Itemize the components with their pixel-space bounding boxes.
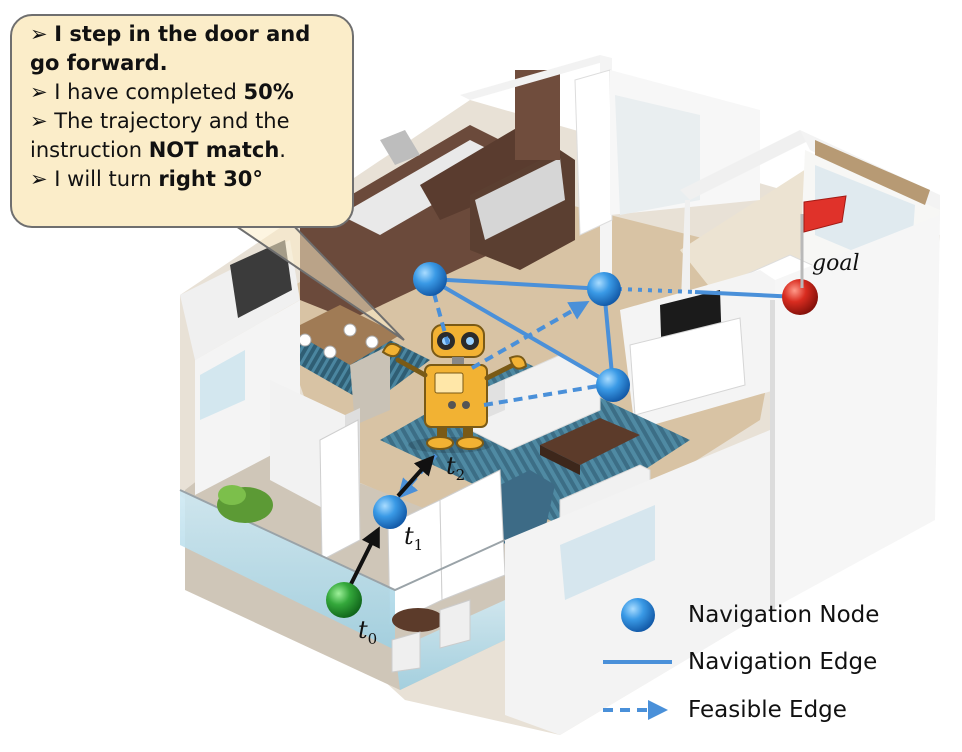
speech-bubble-text: ➢ I step in the door and go forward. ➢ I…	[30, 20, 346, 194]
bubble-line-6: ➢ I will turn right 30°	[30, 165, 346, 194]
bubble-line-4: ➢ The trajectory and the	[30, 107, 346, 136]
navigation-node	[587, 272, 621, 306]
bubble-line-3: ➢ I have completed 50%	[30, 78, 346, 107]
legend-node-icon	[621, 598, 655, 632]
bullet-arrow-icon: ➢	[30, 80, 48, 104]
bubble-line-5: instruction NOT match.	[30, 136, 346, 165]
legend-feasible-label: Feasible Edge	[688, 697, 847, 723]
bullet-arrow-icon: ➢	[30, 109, 48, 133]
legend-node-label: Navigation Node	[688, 602, 879, 628]
bullet-arrow-icon: ➢	[30, 22, 48, 46]
bubble-line-1: ➢ I step in the door and	[30, 20, 346, 49]
bullet-arrow-icon: ➢	[30, 167, 48, 191]
navigation-node-t1	[373, 495, 407, 529]
bubble-line-2: go forward.	[30, 49, 346, 78]
start-node-t0	[326, 582, 362, 618]
goal-label: goal	[812, 251, 859, 276]
navigation-node	[413, 262, 447, 296]
legend-edge-label: Navigation Edge	[688, 649, 877, 675]
navigation-node	[596, 368, 630, 402]
goal-node	[782, 279, 818, 315]
